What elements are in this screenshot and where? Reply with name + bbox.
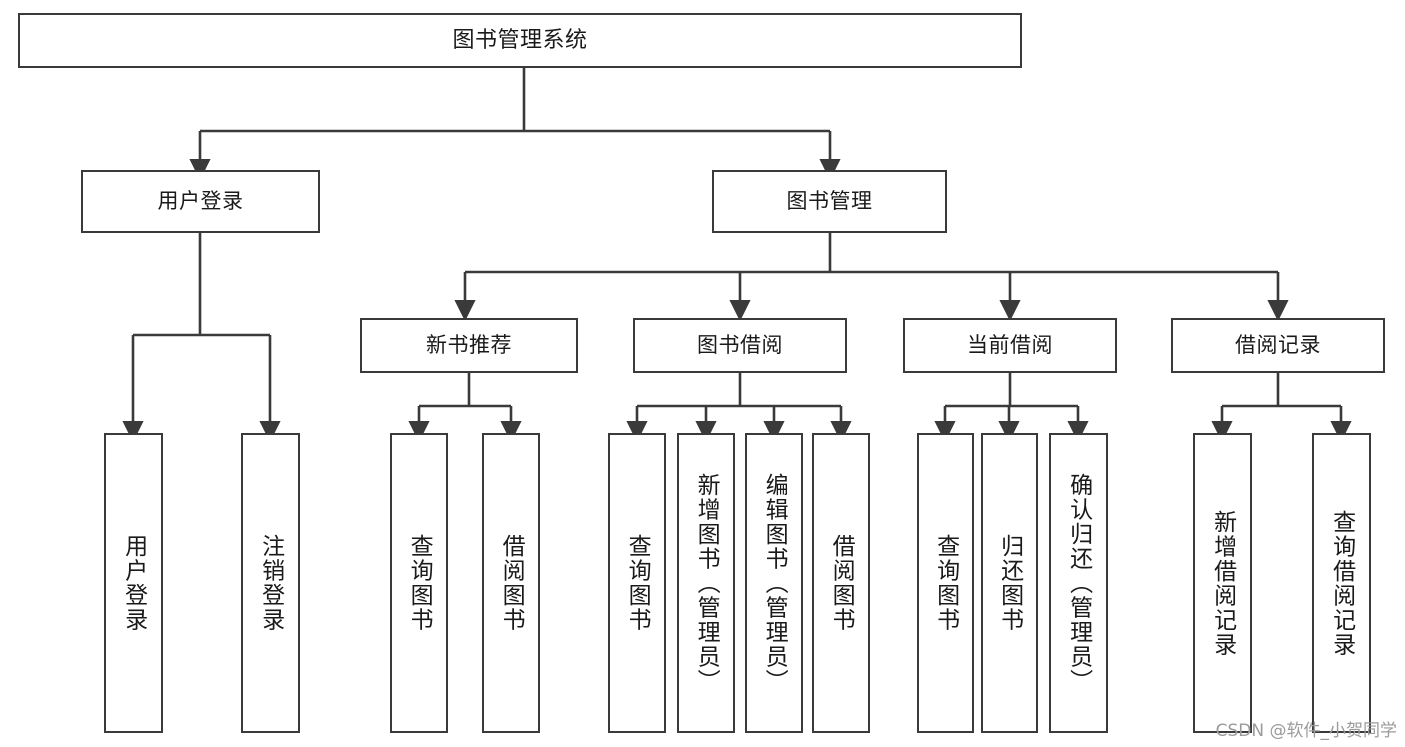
node-user-login[interactable]: 用户登录: [81, 170, 320, 233]
node-book-management[interactable]: 图书管理: [712, 170, 947, 233]
csdn-watermark: CSDN @软件_小贺同学: [1215, 721, 1397, 741]
leaf-borrow-query-book[interactable]: 查询图书: [608, 433, 666, 733]
node-label: 借阅图书: [828, 534, 855, 632]
leaf-record-query-record[interactable]: 查询借阅记录: [1312, 433, 1371, 733]
leaf-current-query-book[interactable]: 查询图书: [917, 433, 974, 733]
leaf-current-confirm-return-admin[interactable]: 确认归还（管理员）: [1049, 433, 1108, 733]
node-label: 用户登录: [120, 534, 147, 632]
leaf-borrow-add-book-admin[interactable]: 新增图书（管理员）: [677, 433, 735, 733]
node-label: 确认归还（管理员）: [1065, 472, 1092, 694]
node-label: 图书管理: [786, 189, 873, 214]
node-label: 查询图书: [624, 534, 651, 632]
node-label: 用户登录: [157, 189, 244, 214]
node-label: 编辑图书（管理员）: [761, 472, 788, 694]
node-root-system[interactable]: 图书管理系统: [18, 13, 1022, 68]
node-label: 图书管理系统: [452, 27, 588, 53]
node-label: 新书推荐: [426, 333, 512, 358]
leaf-user-logout[interactable]: 注销登录: [241, 433, 300, 733]
leaf-borrow-borrow-book[interactable]: 借阅图书: [812, 433, 870, 733]
node-label: 查询图书: [932, 534, 959, 632]
leaf-newbook-borrow-book[interactable]: 借阅图书: [482, 433, 540, 733]
node-label: 归还图书: [996, 534, 1023, 632]
node-label: 新增图书（管理员）: [693, 472, 720, 694]
node-book-borrow[interactable]: 图书借阅: [633, 318, 847, 373]
node-label: 新增借阅记录: [1209, 509, 1236, 657]
node-new-book-recommend[interactable]: 新书推荐: [360, 318, 578, 373]
node-borrow-record[interactable]: 借阅记录: [1171, 318, 1385, 373]
node-label: 借阅记录: [1235, 333, 1321, 358]
node-label: 注销登录: [257, 534, 284, 632]
node-label: 查询借阅记录: [1328, 509, 1355, 657]
node-label: 当前借阅: [967, 333, 1053, 358]
leaf-current-return-book[interactable]: 归还图书: [981, 433, 1038, 733]
leaf-newbook-query-book[interactable]: 查询图书: [390, 433, 448, 733]
node-label: 借阅图书: [498, 534, 525, 632]
leaf-record-add-record[interactable]: 新增借阅记录: [1193, 433, 1252, 733]
node-label: 图书借阅: [697, 333, 783, 358]
node-current-borrow[interactable]: 当前借阅: [903, 318, 1117, 373]
leaf-borrow-edit-book-admin[interactable]: 编辑图书（管理员）: [745, 433, 803, 733]
leaf-user-login[interactable]: 用户登录: [104, 433, 163, 733]
node-label: 查询图书: [406, 534, 433, 632]
